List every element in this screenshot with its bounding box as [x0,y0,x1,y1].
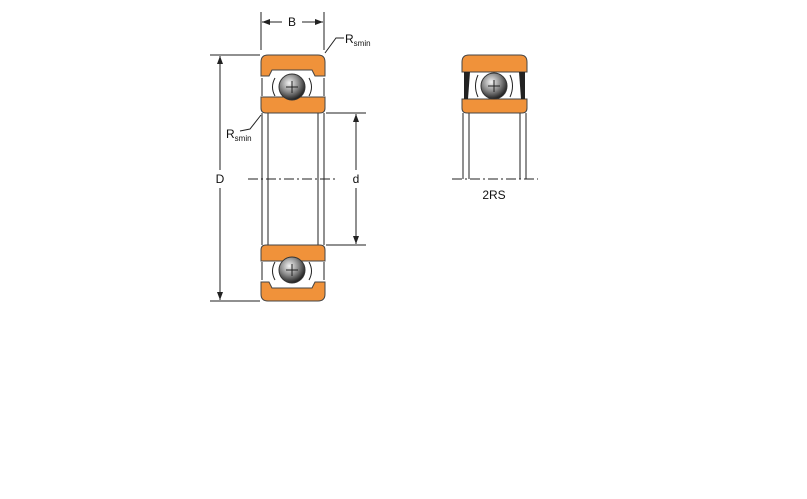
sealed-outer-ring [461,54,528,73]
svg-text:Rsmin: Rsmin [226,127,252,143]
width-label: B [288,15,296,29]
svg-text:Rsmin: Rsmin [345,32,371,48]
main-bearing-section [248,54,336,302]
variant-label: 2RS [482,188,505,202]
outer-ring-top [260,54,326,77]
outer-diameter-dimension: D [210,54,260,302]
radius-callout-top: Rsmin [324,32,371,54]
radius-label: R [226,127,235,141]
seal-left [464,72,470,99]
outer-ring-bottom [260,281,326,302]
radius-label: R [345,32,354,46]
seal-right [519,72,525,99]
radius-sub-label: smin [235,134,252,143]
outer-diameter-label: D [216,172,225,186]
bore-dimension: d [326,112,366,246]
inner-ring-bottom [260,244,326,262]
width-dimension: B [260,12,325,50]
radius-sub-label: smin [354,39,371,48]
sealed-inner-ring [461,98,528,114]
bore-label: d [353,172,360,186]
radius-callout-left: Rsmin [226,114,262,143]
sealed-bearing-section: 2RS [452,54,538,202]
inner-ring-top [260,96,326,114]
